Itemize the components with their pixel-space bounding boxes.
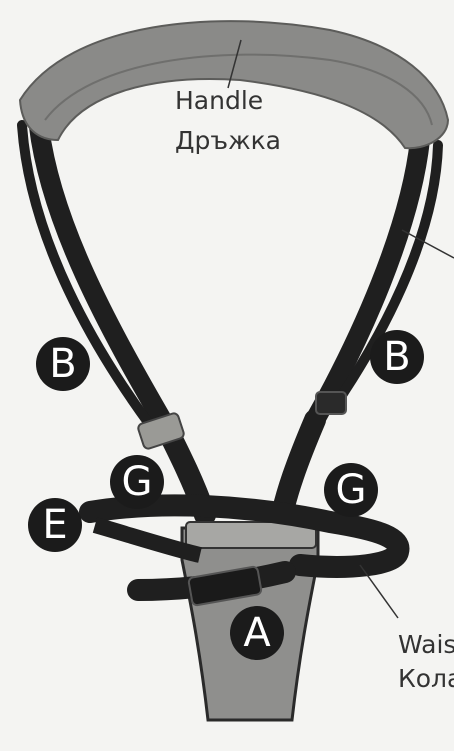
waist-label-bg: Кола [398, 666, 454, 690]
marker-g-left: G [110, 455, 164, 509]
marker-a: A [230, 606, 284, 660]
handle-label-bg: Дръжка [175, 128, 281, 153]
right-strap-buckle [316, 392, 346, 414]
marker-b-right: B [370, 330, 424, 384]
handle-label-en: Handle [175, 88, 263, 113]
marker-e: E [28, 498, 82, 552]
waist-label-en: Waist [398, 632, 454, 657]
waist-label-clip: Waist Кола [398, 630, 454, 690]
marker-b-left: B [36, 337, 90, 391]
marker-g-right: G [324, 463, 378, 517]
